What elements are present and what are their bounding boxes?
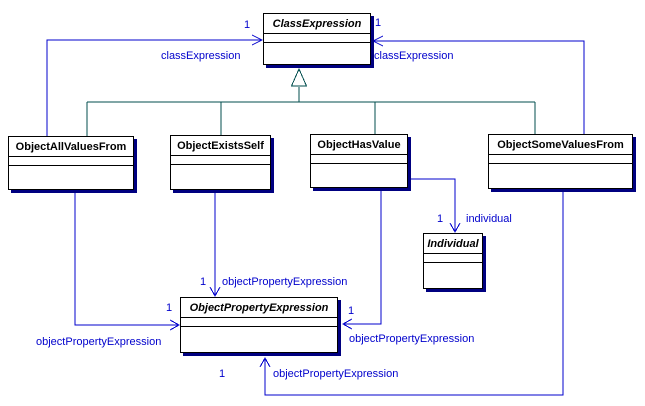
role-label-ope-bottom: objectPropertyExpression xyxy=(273,368,399,380)
operations-compartment xyxy=(424,262,482,288)
multiplicity-label-ope-bottom: 1 xyxy=(219,368,226,380)
operations-compartment xyxy=(181,326,337,352)
class-title: ObjectSomeValuesFrom xyxy=(497,138,624,151)
arrowhead-icon xyxy=(259,356,271,368)
attributes-compartment xyxy=(489,154,632,163)
arrowhead-icon xyxy=(169,319,181,331)
attributes-compartment xyxy=(264,33,370,42)
class-title: Individual xyxy=(427,237,479,250)
class-title: ObjectPropertyExpression xyxy=(189,301,329,314)
attributes-compartment xyxy=(424,253,482,262)
arrowhead-icon xyxy=(251,34,264,46)
operations-compartment xyxy=(489,163,632,188)
class-title: ClassExpression xyxy=(272,17,362,30)
multiplicity-label-ope-top: 1 xyxy=(200,276,207,288)
multiplicity-label-classexpression-right: 1 xyxy=(375,17,382,29)
operations-compartment xyxy=(9,165,133,189)
attributes-compartment xyxy=(171,155,270,164)
multiplicity-label-ope-right: 1 xyxy=(348,305,355,317)
role-label-ope-left: objectPropertyExpression xyxy=(36,336,162,348)
class-objectsomevaluesfrom: ObjectSomeValuesFrom xyxy=(488,134,633,189)
operations-compartment xyxy=(171,164,270,189)
role-label-classexpression-left: classExpression xyxy=(161,50,241,62)
attributes-compartment xyxy=(311,154,407,163)
arrowhead-icon xyxy=(209,286,221,298)
multiplicity-label-individual: 1 xyxy=(437,213,444,225)
class-individual: Individual xyxy=(423,233,483,289)
operations-compartment xyxy=(264,42,370,64)
class-classexpression: ClassExpression xyxy=(263,13,371,65)
class-objectallvaluesfrom: ObjectAllValuesFrom xyxy=(8,136,134,190)
class-title: ObjectHasValue xyxy=(317,138,401,151)
arrowhead-icon xyxy=(449,222,461,234)
operations-compartment xyxy=(311,163,407,187)
multiplicity-label-classexpression-left: 1 xyxy=(244,19,251,31)
class-objectpropertyexpression: ObjectPropertyExpression xyxy=(180,297,338,353)
class-objecthasvalue: ObjectHasValue xyxy=(310,134,408,188)
attributes-compartment xyxy=(181,317,337,326)
arrowhead-icon xyxy=(371,35,384,47)
role-label-ope-top: objectPropertyExpression xyxy=(222,276,348,288)
role-label-individual: individual xyxy=(466,213,512,225)
class-objectexistsself: ObjectExistsSelf xyxy=(170,135,271,190)
association-edges xyxy=(46,34,585,396)
arrowhead-icon xyxy=(341,318,353,330)
multiplicity-label-ope-left: 1 xyxy=(166,302,173,314)
generalization-edges xyxy=(86,67,536,136)
role-label-classexpression-right: classExpression xyxy=(374,50,454,62)
generalization-triangle-icon xyxy=(290,67,308,87)
class-title: ObjectExistsSelf xyxy=(177,139,264,152)
role-label-ope-right: objectPropertyExpression xyxy=(349,333,475,345)
class-title: ObjectAllValuesFrom xyxy=(15,140,127,153)
attributes-compartment xyxy=(9,156,133,165)
